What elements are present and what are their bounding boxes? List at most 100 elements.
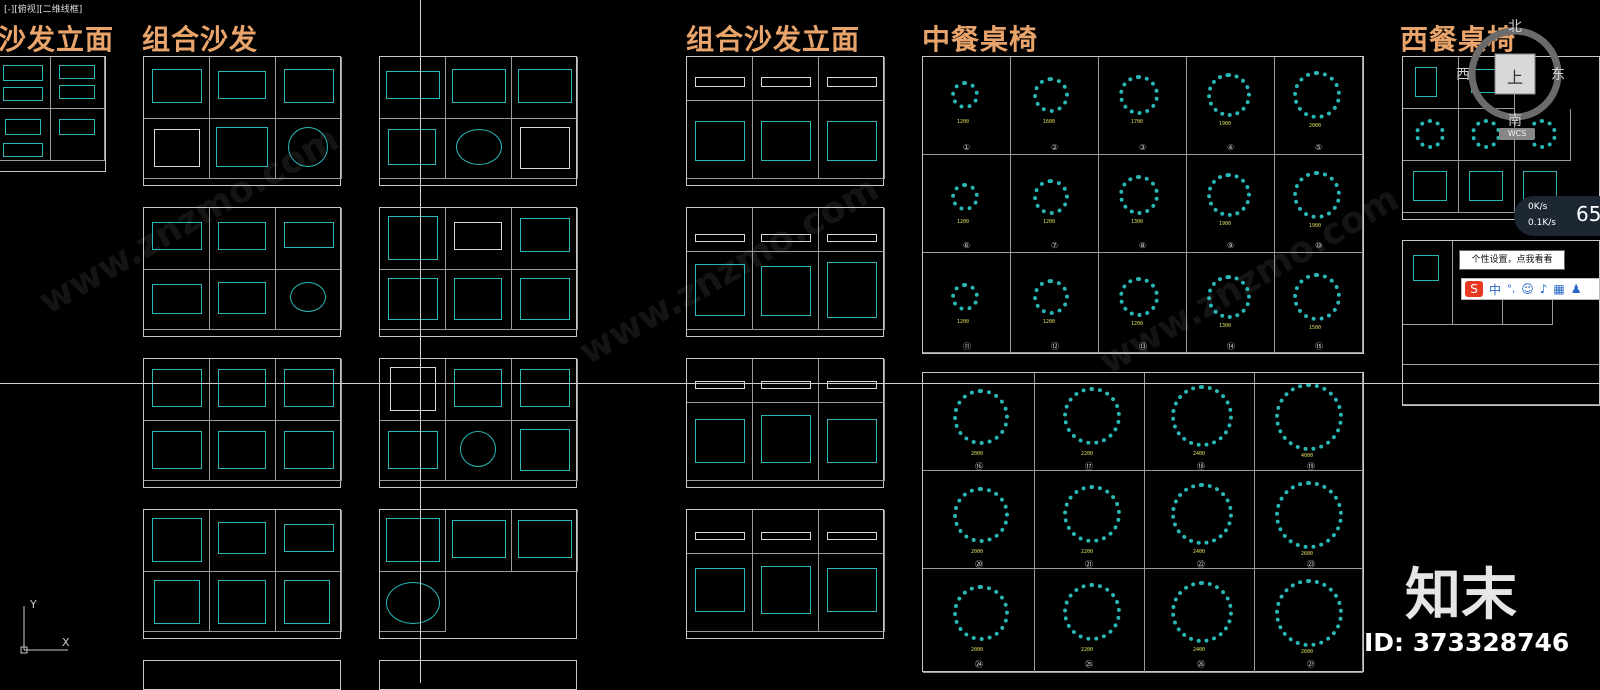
dimension-label: 2000 [971,549,984,555]
round-table-icon [1063,387,1121,445]
round-table-icon [1275,383,1343,451]
row-number: ⑯ [975,462,983,471]
round-table-icon [1171,581,1233,643]
row-number: ③ [1139,143,1147,152]
section-title-western-dining: 西餐桌椅 [1400,23,1517,56]
viewport-controls-label[interactable]: [-][俯视][二维线框] [4,5,83,15]
sogou-logo-icon[interactable]: S [1465,281,1483,297]
network-speed-widget[interactable]: 0K/s 0.1K/s 65 [1514,196,1600,236]
round-table-icon [951,183,979,211]
viewcube[interactable]: 北 西 东 南 上 WCS [1456,18,1565,140]
viewcube-ring-icon [1468,27,1562,121]
dimension-label: 2200 [1081,549,1094,555]
round-table-icon [1293,71,1341,119]
dimension-label: 1200 [957,119,970,125]
ime-language-toggle[interactable]: 中 [1489,282,1502,297]
dimension-label: 1200 [1043,319,1056,325]
ime-settings-tooltip[interactable]: 个性设置，点我看看 [1459,250,1565,270]
row-number: ⑬ [1139,342,1147,351]
row-number: ⑧ [1139,241,1147,250]
ucs-y-label: Y [30,598,37,611]
row-number: ⑭ [1227,342,1235,351]
round-table-icon [953,487,1009,543]
round-table-icon [1207,73,1251,117]
dimension-label: 2000 [971,647,984,653]
dimension-label: 2000 [971,451,984,457]
drawing-sheet [143,207,342,337]
drawing-sheet [686,358,885,488]
dimension-label: 1200 [1043,219,1056,225]
dimension-label: 2400 [1193,647,1206,653]
section-title-sofa-elevation-left: 沙发立面 [0,23,115,56]
user-icon[interactable]: ♟ [1570,282,1582,296]
drawing-sheet [143,56,342,186]
round-table-icon [1275,579,1343,647]
crosshair-horizontal [0,383,1600,384]
dimension-label: 2600 [1301,649,1314,655]
viewcube-east[interactable]: 东 [1551,67,1565,83]
dimension-label: 1300 [1131,219,1144,225]
row-number: ⑨ [1227,241,1235,250]
row-number: ⑰ [1085,462,1093,471]
network-percent: 65 [1576,202,1600,226]
dimension-label: 1700 [1131,119,1144,125]
microphone-icon[interactable]: ♪ [1539,282,1548,296]
row-number: ① [963,143,971,152]
row-number: ⑦ [1051,241,1059,250]
dimension-label: 2400 [1193,549,1206,555]
drawing-sheet [143,660,341,690]
dimension-label: 1900 [1219,121,1232,127]
row-number: ⑩ [1315,241,1323,250]
viewcube-south[interactable]: 南 [1508,113,1522,129]
row-number: ㉕ [1085,660,1093,669]
row-number: ㉓ [1307,560,1315,569]
dimension-label: 1900 [1219,221,1232,227]
viewcube-north[interactable]: 北 [1508,19,1522,35]
round-table-icon [1207,173,1251,217]
section-title-combo-sofa-elevation: 组合沙发立面 [686,23,861,56]
round-table-icon [1033,179,1069,215]
crosshair-vertical [420,0,421,683]
row-number: ⑱ [1197,462,1205,471]
dimension-label: 4000 [1301,453,1314,459]
keyboard-icon[interactable]: ▦ [1553,282,1565,296]
dimension-label: 2400 [1193,451,1206,457]
ucs-x-label: X [62,636,70,649]
drawing-sheet [379,56,578,186]
drawing-sheet [0,56,106,172]
round-table-icon [1207,275,1251,319]
emoji-icon[interactable]: ☺ [1521,282,1534,296]
drawing-sheet [143,358,342,488]
wcs-button[interactable]: WCS [1499,128,1535,140]
drawing-sheet [143,509,342,639]
round-table-icon [1063,485,1121,543]
row-number: ④ [1227,143,1235,152]
drawing-sheet [379,358,578,488]
row-number: ⑫ [1051,342,1059,351]
row-number: ㉗ [1307,660,1315,669]
download-speed: 0.1K/s [1528,218,1556,228]
row-number: ⑲ [1307,462,1315,471]
round-table-icon [1171,385,1233,447]
dimension-label: 2200 [1081,451,1094,457]
round-table-icon [1171,483,1233,545]
round-table-icon [1293,171,1341,219]
viewcube-west[interactable]: 西 [1456,67,1470,83]
viewcube-top-face[interactable]: 上 [1507,68,1524,87]
chinese-dining-sheet: 1200 1600 1700 1900 2000 1200 1200 1300 … [922,56,1364,354]
round-table-icon [1119,277,1159,317]
round-table-icon [1293,273,1341,321]
round-table-icon [953,585,1009,641]
ime-toolbar[interactable]: S 中 °, ☺ ♪ ▦ ♟ [1461,278,1600,300]
row-number: ⑪ [963,342,971,351]
brand-watermark: 知末 [1405,563,1517,628]
dimension-label: 2600 [1301,551,1314,557]
round-table-icon [1033,279,1069,315]
round-table-icon [1275,481,1343,549]
round-table-sheet: 2000 2200 2400 4000 2000 2200 2400 2600 … [922,372,1364,673]
round-table-icon [1063,583,1121,641]
ime-punctuation-toggle[interactable]: °, [1507,283,1516,295]
row-number: ⑳ [975,560,983,569]
dimension-label: 1300 [1219,323,1232,329]
